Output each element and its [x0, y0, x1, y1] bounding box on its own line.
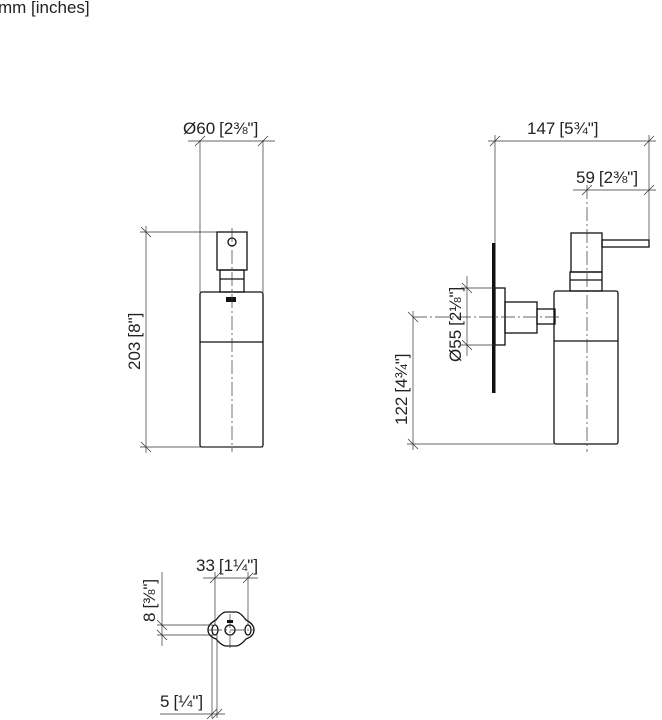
wall-plate: [492, 243, 496, 393]
side-flange: [494, 287, 506, 346]
side-spout: [601, 239, 650, 248]
side-mount-stub: [536, 308, 556, 325]
side-flange-diameter-label: Ø55[2⅛"]: [446, 287, 465, 362]
side-pump-neck: [569, 271, 603, 292]
side-depth-label: 147[5¾"]: [527, 119, 599, 138]
side-body: [553, 290, 619, 445]
front-height-label: 203[8"]: [125, 313, 144, 370]
side-view: 147[5¾"] 59[2⅜"] Ø55[2⅛"] 122[4¾"]: [392, 119, 656, 452]
bracket-width-label: 33[1¼"]: [196, 556, 258, 575]
bracket-offset-label: 5[¼"]: [160, 692, 203, 711]
units-label: mm [inches]: [0, 0, 90, 17]
side-spout-label: 59[2⅜"]: [576, 168, 638, 187]
front-logo-mark: [226, 297, 236, 302]
front-body: [199, 291, 264, 448]
front-pump-neck: [219, 269, 245, 293]
mounting-bracket: [207, 611, 255, 647]
bracket-slot-label: 8[⅜"]: [140, 579, 159, 622]
front-view: Ø60[2⅜"] 203[8"]: [125, 119, 275, 453]
bracket-view: 33[1¼"] 8[⅜"] 5[¼"]: [140, 556, 258, 720]
front-diameter-label: Ø60[2⅜"]: [183, 119, 258, 138]
side-height-label: 122[4¾"]: [392, 353, 411, 425]
side-pump-head: [570, 232, 603, 273]
side-mount-block: [504, 301, 538, 334]
